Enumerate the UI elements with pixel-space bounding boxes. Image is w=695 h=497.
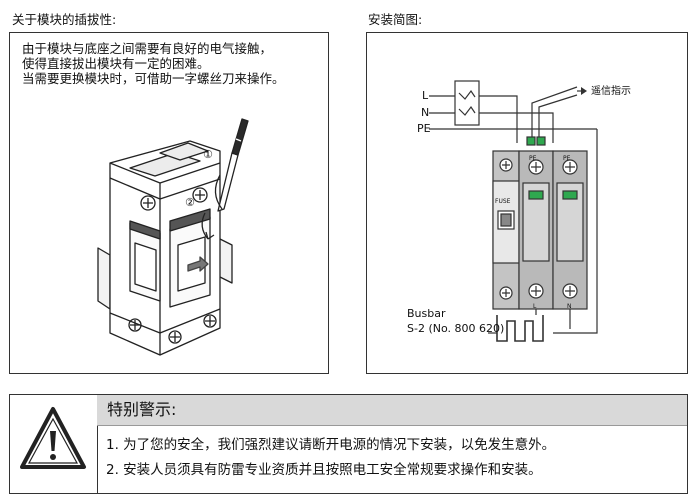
warning-title-bar: 特别警示:: [97, 395, 687, 426]
warning-item-1: 1. 为了您的安全，我们强烈建议请断开电源的情况下安装，以免发生意外。: [106, 437, 556, 453]
pluggability-panel: 由于模块与底座之间需要有良好的电气接触， 使得直接拔出模块有一定的困难。 当需要…: [9, 32, 329, 374]
warning-item-2: 2. 安装人员须具有防雷专业资质并且按照电工安全常规要求操作和安装。: [106, 462, 542, 478]
section-heading-pluggability: 关于模块的插拔性:: [12, 12, 117, 27]
module-removal-illustration: [97, 118, 249, 356]
warning-title: 特别警示:: [107, 400, 177, 419]
special-warning-box: 特别警示:: [9, 394, 688, 494]
warning-icon-cell: [10, 395, 98, 493]
section-heading-installation: 安装简图:: [368, 12, 423, 27]
wire-label-n: N: [421, 106, 430, 119]
module-tag-pe-1: PE: [529, 155, 537, 162]
step-mark-1: ①: [203, 148, 213, 161]
pluggability-text-line-1: 由于模块与底座之间需要有良好的电气接触，: [22, 41, 273, 56]
step-mark-2: ②: [185, 196, 195, 209]
wire-label-l: L: [422, 89, 429, 102]
remote-signal-label: 遥信指示: [591, 86, 631, 97]
fuse-label: FUSE: [495, 198, 511, 205]
pluggability-text-line-2: 使得直接拔出模块有一定的困难。: [22, 56, 210, 71]
pluggability-text-line-3: 当需要更换模块时，可借助一字螺丝刀来操作。: [22, 71, 285, 86]
terminal-label-n: N: [567, 303, 572, 310]
module-tag-pe-2: PE: [563, 155, 571, 162]
busbar-title: Busbar: [407, 307, 446, 320]
installation-diagram-panel: L N PE 遥信指示 FUSE PE PE L N Busbar S-2 (N…: [366, 32, 688, 374]
wire-label-pe: PE: [417, 122, 431, 135]
busbar-model: S-2 (No. 800 620): [407, 322, 505, 335]
wiring-diagram: [429, 80, 598, 342]
warning-triangle-icon: [20, 407, 86, 469]
terminal-label-l: L: [533, 303, 537, 310]
